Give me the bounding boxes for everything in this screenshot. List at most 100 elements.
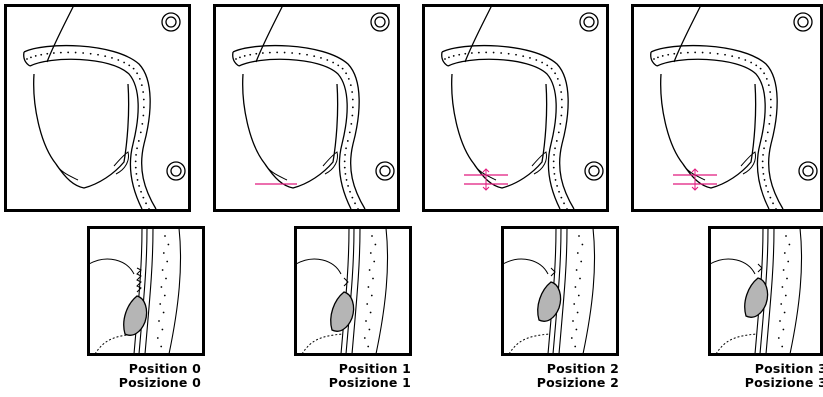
perforation-dot xyxy=(46,53,48,55)
perforation-dot xyxy=(766,78,768,80)
perforation-dot xyxy=(782,286,784,288)
detail-diagram-1 xyxy=(296,228,411,355)
caption-en-0: Position 0 xyxy=(119,362,201,376)
perforation-dot xyxy=(709,52,711,54)
perforation-dot xyxy=(344,154,346,156)
perforation-dot xyxy=(168,244,170,246)
perforation-dot xyxy=(30,56,32,58)
perforation-dot xyxy=(366,303,368,305)
perforation-dot xyxy=(349,132,351,134)
caption-it-0: Posizione 0 xyxy=(119,376,201,390)
perforation-dot xyxy=(780,303,782,305)
perforation-dot xyxy=(572,320,574,322)
perforation-dot xyxy=(783,269,785,271)
perforation-dot xyxy=(351,115,353,117)
perforation-dot xyxy=(244,55,246,57)
perforation-dot xyxy=(561,99,563,101)
perforation-dot xyxy=(563,202,565,204)
perforation-dot xyxy=(347,140,349,142)
perforation-dot xyxy=(662,55,664,57)
perforation-dot xyxy=(653,58,655,60)
perforation-dot xyxy=(448,56,450,58)
perforation-dot xyxy=(145,202,147,204)
perforation-dot xyxy=(373,261,375,263)
perforation-dot xyxy=(139,78,141,80)
detail-view-1 xyxy=(294,226,412,356)
perforation-dot xyxy=(554,72,556,74)
perforation-dot xyxy=(558,191,560,193)
perforation-dot xyxy=(546,64,548,66)
perforation-dot xyxy=(160,346,162,348)
perforation-dot xyxy=(778,337,780,339)
perforation-dot xyxy=(783,329,785,331)
perforation-dot xyxy=(767,191,769,193)
perforation-dot xyxy=(370,312,372,314)
perforation-dot xyxy=(276,52,278,54)
perforation-dot xyxy=(750,62,752,64)
perforation-dot xyxy=(370,252,372,254)
perforation-dot xyxy=(249,54,251,56)
perforation-dot xyxy=(724,54,726,56)
perforation-dot xyxy=(765,185,767,187)
perforation-dot xyxy=(574,346,576,348)
panel-frame xyxy=(6,6,190,211)
caption-2: Position 2 Posizione 2 xyxy=(537,362,619,390)
perforation-dot xyxy=(458,54,460,56)
perforation-dot xyxy=(40,54,42,56)
perforation-dot xyxy=(478,52,480,54)
perforation-dot xyxy=(326,59,328,61)
perforation-dot xyxy=(522,55,524,57)
perforation-dot xyxy=(53,52,55,54)
perforation-dot xyxy=(128,64,130,66)
detail-view-0 xyxy=(87,226,205,356)
perforation-dot xyxy=(560,115,562,117)
perforation-dot xyxy=(158,320,160,322)
perforation-dot xyxy=(123,62,125,64)
perforation-dot xyxy=(553,160,555,162)
perforation-dot xyxy=(365,320,367,322)
perforation-dot xyxy=(515,54,517,56)
perforation-dot xyxy=(375,244,377,246)
perforation-dot xyxy=(566,208,568,210)
perforation-dot xyxy=(163,252,165,254)
panel-frame xyxy=(215,6,399,211)
perforation-dot xyxy=(262,52,264,54)
perforation-dot xyxy=(453,55,455,57)
perforation-dot xyxy=(555,179,557,181)
helmet-diagram-2 xyxy=(424,5,608,211)
perforation-dot xyxy=(744,59,746,61)
perforation-dot xyxy=(553,167,555,169)
perforation-dot xyxy=(162,329,164,331)
caption-it-2: Posizione 2 xyxy=(537,376,619,390)
helmet-view-2 xyxy=(422,4,609,212)
helmet-view-3 xyxy=(631,4,823,212)
perforation-dot xyxy=(136,147,138,149)
perforation-dot xyxy=(157,337,159,339)
perforation-dot xyxy=(26,58,28,60)
perforation-dot xyxy=(344,160,346,162)
perforation-dot xyxy=(755,64,757,66)
perforation-dot xyxy=(133,68,135,70)
perforation-dot xyxy=(784,312,786,314)
perforation-dot xyxy=(332,62,334,64)
perforation-dot xyxy=(554,173,556,175)
perforation-dot xyxy=(348,78,350,80)
perforation-dot xyxy=(762,154,764,156)
perforation-dot xyxy=(291,52,293,54)
perforation-dot xyxy=(541,62,543,64)
detail-diagram-2 xyxy=(503,228,618,355)
perforation-dot xyxy=(140,132,142,134)
perforation-dot xyxy=(163,312,165,314)
perforation-dot xyxy=(165,278,167,280)
perforation-dot xyxy=(673,53,675,55)
perforation-dot xyxy=(769,91,771,93)
panel-frame xyxy=(633,6,822,211)
perforation-dot xyxy=(578,235,580,237)
perforation-dot xyxy=(763,72,765,74)
perforation-dot xyxy=(352,99,354,101)
perforation-dot xyxy=(60,52,62,54)
perforation-dot xyxy=(770,106,772,108)
perforation-dot xyxy=(471,52,473,54)
perforation-dot xyxy=(90,53,92,55)
perforation-dot xyxy=(738,57,740,59)
